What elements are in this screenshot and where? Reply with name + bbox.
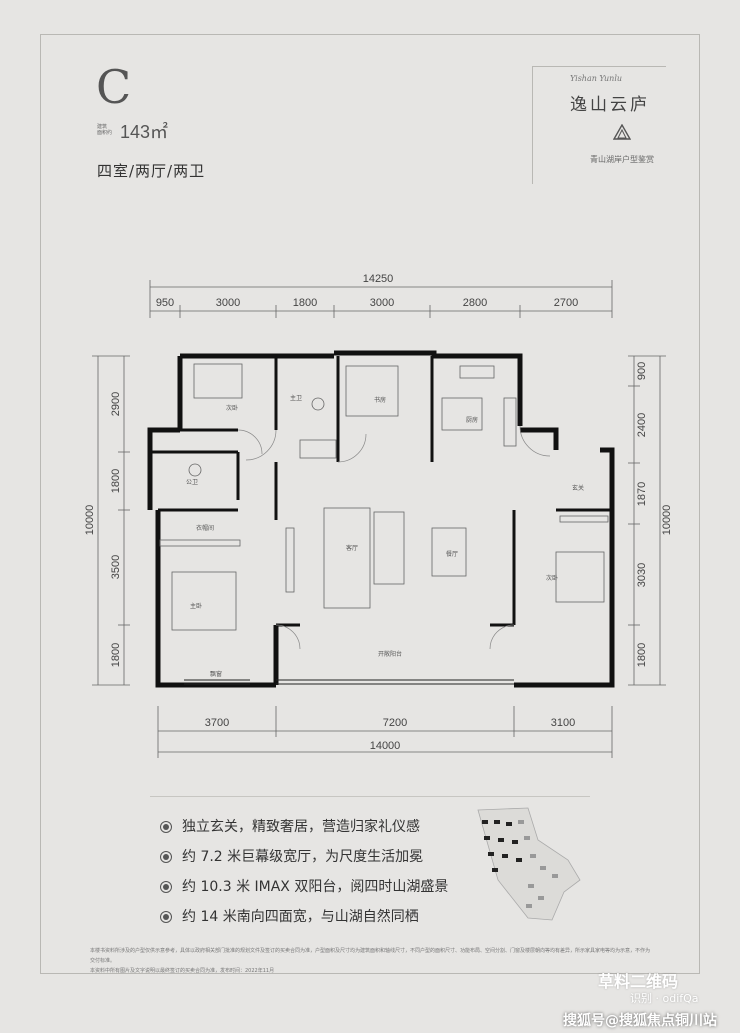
label-living: 客厅 — [346, 544, 358, 552]
site-plan-buildings — [482, 820, 522, 872]
label-entry: 玄关 — [572, 484, 584, 492]
feature-text: 约 14 米南向四面宽，与山湖自然同栖 — [182, 909, 419, 925]
dim-bottom-2: 7200 — [383, 717, 407, 729]
feature-text: 约 7.2 米巨幕级宽厅，为尺度生活加冕 — [182, 849, 424, 865]
balcony-rail — [184, 679, 514, 685]
feature-item: 约 10.3 米 IMAX 双阳台，阅四时山湖盛景 — [160, 872, 448, 902]
dim-bottom-3: 3100 — [551, 717, 575, 729]
label-kitchen: 厨房 — [466, 416, 478, 424]
dim-top-4: 3000 — [370, 297, 394, 309]
dim-right-2: 2400 — [636, 413, 648, 437]
logo-divider-horizontal — [532, 66, 666, 67]
label-balcony: 开敞阳台 — [378, 650, 402, 658]
disclaimer: 本楼书资料所涉及的户型仅供示意参考，具体以政府相关部门批准的规划文件及签订的买卖… — [90, 946, 650, 976]
logo-mark-icon — [613, 124, 631, 140]
top-dimensions — [149, 280, 613, 318]
dim-bottom-1: 3700 — [205, 717, 229, 729]
label-bath-top: 主卫 — [290, 394, 302, 402]
dim-top-5: 2800 — [463, 297, 487, 309]
feature-text: 约 10.3 米 IMAX 双阳台，阅四时山湖盛景 — [182, 879, 449, 895]
right-dimensions — [628, 355, 666, 686]
feature-list: 独立玄关，精致奢居，营造归家礼仪感 约 7.2 米巨幕级宽厅，为尺度生活加冕 约… — [160, 812, 448, 932]
bullet-icon — [160, 911, 172, 923]
feature-item: 约 14 米南向四面宽，与山湖自然同栖 — [160, 902, 448, 932]
dim-top-total: 14250 — [363, 273, 394, 285]
left-dimensions — [92, 355, 130, 686]
area-note: 建筑 面积约 — [97, 124, 121, 136]
section-divider — [150, 796, 590, 797]
dim-right-1: 900 — [636, 362, 648, 380]
label-bedroom-top: 次卧 — [226, 404, 238, 412]
walls — [147, 350, 615, 688]
logo-divider-vertical — [532, 66, 533, 184]
floor-plan: 14250 950 3000 1800 3000 2800 2700 2900 … — [84, 273, 673, 758]
label-master: 主卧 — [190, 602, 202, 610]
label-bedroom-right: 次卧 — [546, 574, 558, 582]
logo-chinese-name: 逸山云庐 — [570, 95, 650, 115]
dim-top-2: 3000 — [216, 297, 240, 309]
label-dining: 餐厅 — [446, 550, 458, 558]
disclaimer-line2: 本资料中所有图片及文字说明以最终签订的买卖合同为准，发布时间：2022年11月 — [90, 968, 275, 974]
dim-right-3: 1870 — [636, 482, 648, 506]
dim-left-2: 1800 — [110, 469, 122, 493]
label-bath-left: 公卫 — [186, 479, 198, 486]
watermark-qr-sub: 识别 · odifQa — [630, 992, 699, 1005]
area-note-line1: 建筑 — [97, 124, 108, 130]
dim-top-3: 1800 — [293, 297, 317, 309]
feature-item: 独立玄关，精致奢居，营造归家礼仪感 — [160, 812, 448, 842]
room-config: 四室/两厅/两卫 — [97, 162, 206, 180]
unit-type-letter: C — [96, 60, 132, 114]
bullet-icon — [160, 881, 172, 893]
bottom-dimensions — [157, 706, 613, 758]
area-note-line2: 面积约 — [97, 130, 113, 136]
disclaimer-line1: 本楼书资料所涉及的户型仅供示意参考，具体以政府相关部门批准的规划文件及签订的买卖… — [90, 948, 651, 964]
label-closet: 衣帽间 — [196, 524, 214, 532]
feature-item: 约 7.2 米巨幕级宽厅，为尺度生活加冕 — [160, 842, 448, 872]
unit-area: 143㎡ — [120, 122, 169, 142]
feature-text: 独立玄关，精致奢居，营造归家礼仪感 — [182, 819, 420, 835]
watermark-site: 搜狐号@搜狐焦点铜川站 — [563, 1013, 717, 1029]
bullet-icon — [160, 851, 172, 863]
label-bay-window: 飘窗 — [210, 670, 222, 678]
dim-left-4: 1800 — [110, 643, 122, 667]
site-plan-thumbnail — [477, 807, 581, 921]
doors — [237, 425, 551, 650]
bullet-icon — [160, 821, 172, 833]
site-plan-buildings-other — [518, 820, 558, 908]
dim-right-5: 1800 — [636, 643, 648, 667]
interior-walls — [150, 356, 612, 627]
dim-right-4: 3030 — [636, 563, 648, 587]
dim-right-total: 10000 — [661, 505, 673, 536]
page-frame — [40, 34, 700, 974]
dim-left-3: 3500 — [110, 555, 122, 579]
dim-left-total: 10000 — [84, 505, 96, 536]
furniture — [159, 363, 609, 631]
dim-top-6: 2700 — [554, 297, 578, 309]
logo-subtitle: 青山湖岸户型鉴赏 — [590, 155, 654, 164]
dim-bottom-total: 14000 — [370, 740, 401, 752]
project-logo: Yishan Yunlu 逸山云庐 青山湖岸户型鉴赏 — [532, 66, 666, 184]
watermark-qr-label: 草料二维码 — [598, 972, 679, 991]
label-study: 书房 — [374, 396, 386, 404]
dim-left-1: 2900 — [110, 392, 122, 416]
dim-top-1: 950 — [156, 297, 174, 309]
logo-script-name: Yishan Yunlu — [570, 74, 623, 83]
